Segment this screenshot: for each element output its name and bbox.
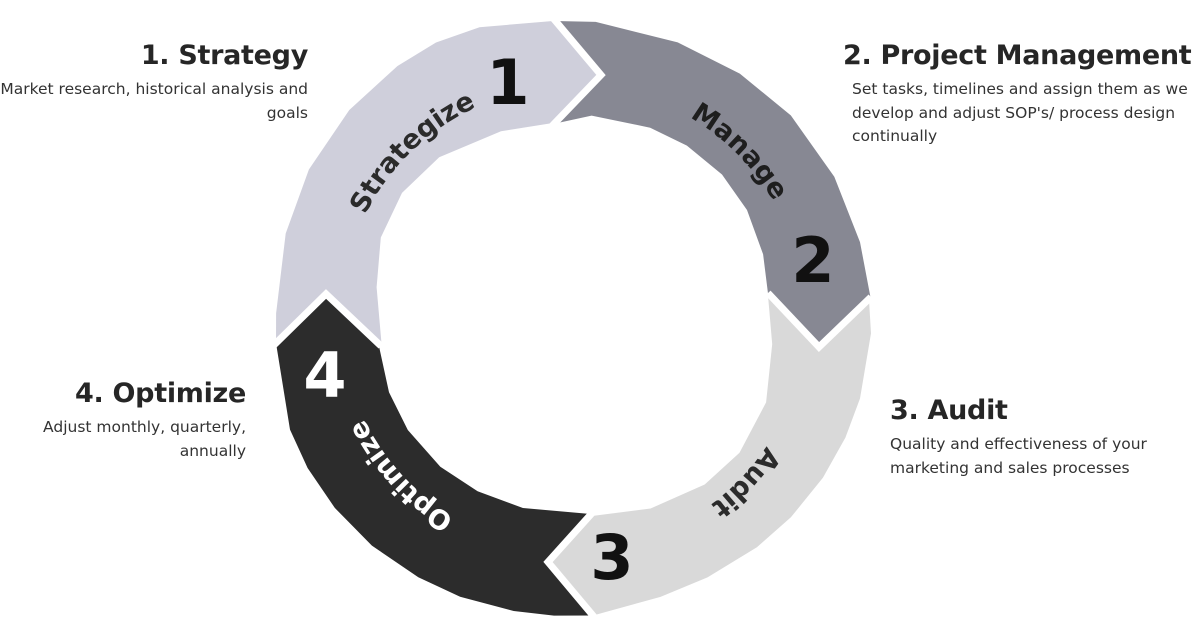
segment-audit [550,295,871,616]
segment-optimize [276,296,593,616]
stage-2-heading: 2. Project Management [843,40,1192,71]
stage-2-description: Set tasks, timelines and assign them as … [852,80,1188,145]
stage-4-heading: 4. Optimize [74,378,246,409]
stage-3-label: 3. Audit Quality and effectiveness of yo… [890,395,1190,480]
step-number-4: 4 [303,339,346,412]
step-number-2: 2 [791,224,834,297]
stage-3-description: Quality and effectiveness of your market… [890,435,1147,477]
stage-1-heading: 1. Strategy [140,40,308,71]
step-number-1: 1 [486,46,529,119]
stage-3-heading: 3. Audit [890,395,1008,426]
stage-4-description: Adjust monthly, quarterly, annually [43,418,246,460]
segment-strategize [276,21,600,344]
stage-1-label: 1. Strategy Market research, historical … [0,40,308,125]
stage-2-label: 2. Project Management Set tasks, timelin… [843,40,1200,148]
stage-1-description: Market research, historical analysis and… [0,80,308,122]
segment-separators [270,15,874,621]
segment-manage [553,21,871,346]
stage-4-label: 4. Optimize Adjust monthly, quarterly, a… [0,378,246,463]
step-number-3: 3 [590,521,633,594]
